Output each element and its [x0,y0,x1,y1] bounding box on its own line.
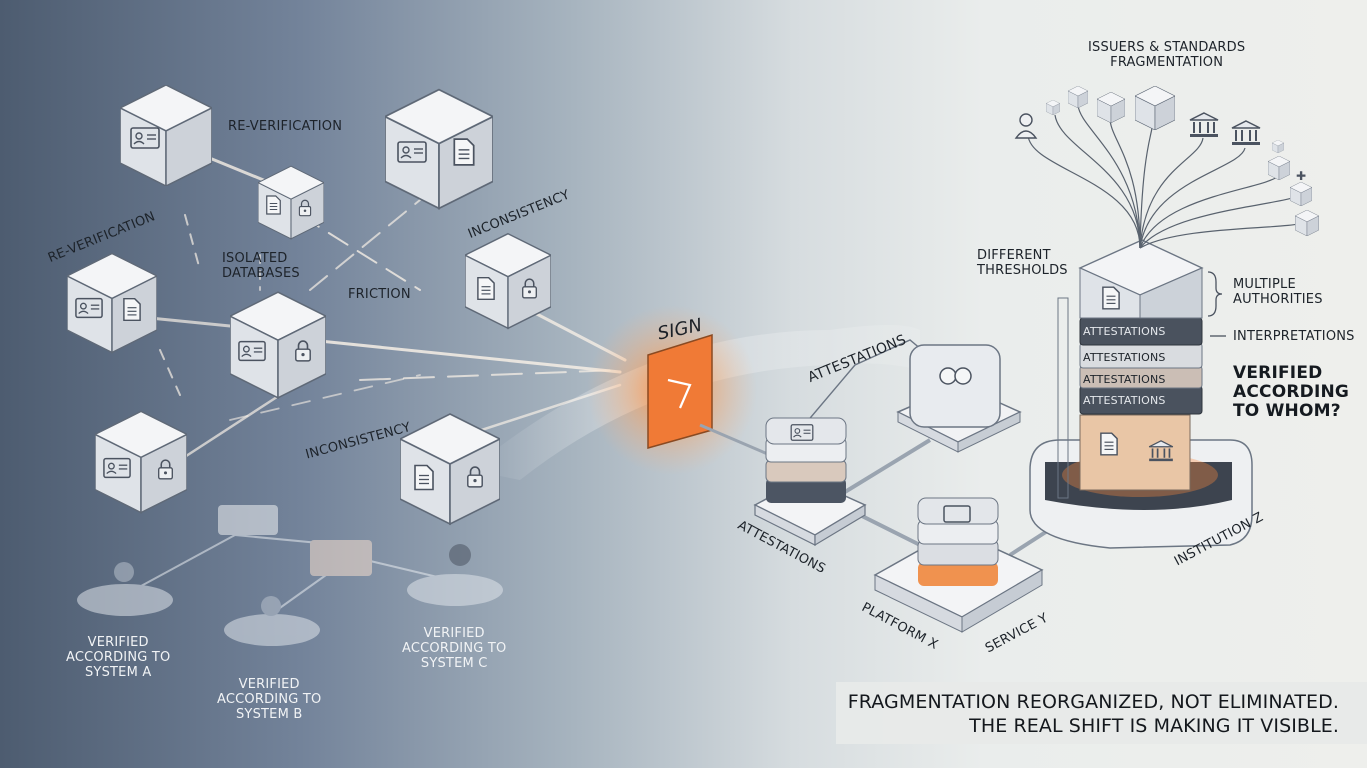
caption-line-1: FRAGMENTATION REORGANIZED, NOT ELIMINATE… [847,691,1339,713]
label-issuers-standards: ISSUERS & STANDARDS FRAGMENTATION [1088,40,1246,70]
institution-z-platform [1029,239,1253,549]
beam-lines [148,148,627,462]
label-isolated-databases: ISOLATED DATABASES [222,251,300,281]
issuer-connections [1027,104,1306,249]
blurred-systems [77,505,503,646]
brackets [1207,271,1226,337]
label-different-thresholds: DIFFERENT THRESHOLDS [977,248,1068,278]
cube-node [385,88,493,210]
cube-node [230,291,326,399]
cube-icon [1097,92,1125,123]
label-system-b: VERIFIED ACCORDING TO SYSTEM B [217,677,322,722]
user-icon [449,544,471,566]
service-node-top [896,344,1022,453]
label-verified-according-to-whom: VERIFIED ACCORDING TO WHOM? [1233,363,1350,421]
sign-arrow-icon [647,333,713,449]
label-reverification-top: RE-VERIFICATION [228,119,343,134]
label-multiple-authorities: MULTIPLE AUTHORITIES [1233,277,1323,307]
attestations-node [753,417,867,547]
cube-icon [1135,86,1175,130]
layer-label: ATTESTATIONS [1083,351,1166,364]
platform-service-node [873,497,1044,633]
layer-label: ATTESTATIONS [1083,325,1166,338]
svg-text:✚: ✚ [1296,169,1306,183]
caption-line-2: THE REAL SHIFT IS MAKING IT VISIBLE. [969,715,1339,737]
institution-icon [1230,120,1262,146]
cube-icon [1295,210,1319,236]
cube-node [95,410,187,514]
label-interpretations: INTERPRETATIONS [1233,329,1355,344]
label-friction: FRICTION [348,287,411,302]
user-icon [114,562,134,582]
cube-node [258,165,324,240]
user-icon [261,596,281,616]
caption-box: FRAGMENTATION REORGANIZED, NOT ELIMINATE… [836,682,1367,744]
label-system-c: VERIFIED ACCORDING TO SYSTEM C [402,626,507,671]
network-links [699,339,1082,557]
user-icon [1014,113,1038,139]
cube-node [67,252,157,354]
cube-node [400,413,500,525]
cube-icon [1272,140,1284,153]
cube-icon [1068,86,1088,108]
layer-label: ATTESTATIONS [1083,373,1166,386]
cube-icon [1268,156,1290,180]
institution-icon [1188,112,1220,138]
issuer-icons: ✚ [1014,86,1319,236]
signature-band [470,325,920,480]
cube-icon [1046,100,1060,115]
cube-icon [1290,182,1312,206]
layer-label: ATTESTATIONS [1083,394,1166,407]
cube-node [120,85,212,186]
label-system-a: VERIFIED ACCORDING TO SYSTEM A [66,635,171,680]
